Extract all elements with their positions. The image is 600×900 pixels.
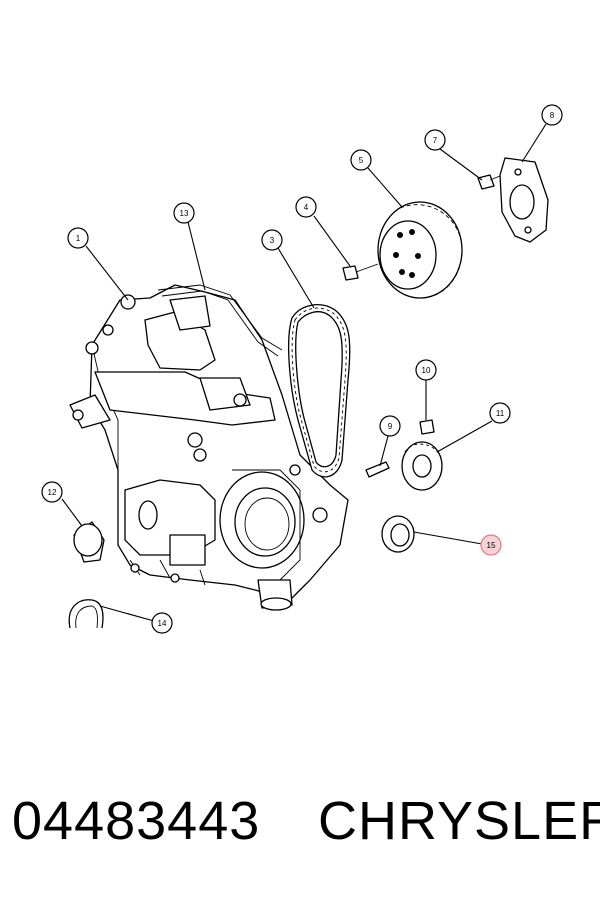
callout-10: 10: [415, 359, 437, 381]
timing-cover: [69, 284, 349, 611]
callout-14: 14: [151, 612, 173, 634]
callout-7: 7: [424, 129, 446, 151]
crank-seal: [381, 515, 415, 553]
cam-bolt: [342, 263, 379, 281]
callout-5-label: 5: [359, 156, 364, 165]
camshaft-sprocket: [377, 201, 463, 299]
brand-name: CHRYSLER: [318, 791, 600, 851]
callout-4-label: 4: [304, 203, 309, 212]
exploded-parts-diagram: 1 12 3 4 5 7 8 9 10 11 13 14: [41, 104, 563, 634]
callout-4: 4: [295, 196, 317, 218]
callout-1: 1: [67, 227, 89, 249]
timing-chain: [288, 304, 351, 478]
callout-14-label: 14: [158, 619, 167, 628]
callout-3: 3: [261, 229, 283, 251]
flange-bolt: [477, 174, 501, 190]
callout-9-label: 9: [388, 422, 393, 431]
cover-plate: [499, 157, 549, 243]
callout-1-label: 1: [76, 234, 81, 243]
left-seal: [73, 521, 105, 563]
callout-8: 8: [541, 104, 563, 126]
callout-15-label: 15: [487, 541, 496, 550]
part-number: 04483443: [12, 791, 261, 851]
callout-5: 5: [350, 149, 372, 171]
callout-13: 13: [173, 202, 195, 224]
callout-8-label: 8: [550, 111, 555, 120]
callout-10-label: 10: [422, 366, 431, 375]
callout-2-label: 12: [48, 488, 57, 497]
crankshaft-sprocket: [401, 441, 443, 491]
woodruff-key: [365, 461, 390, 478]
callout-9: 9: [379, 415, 401, 437]
callout-3-label: 3: [270, 236, 275, 245]
leader-lines: [61, 123, 547, 622]
callout-15: 15: [480, 534, 502, 556]
caption: 04483443 CHRYSLER: [0, 790, 600, 870]
crank-bolt: [419, 410, 435, 435]
callout-11-label: 11: [496, 409, 505, 418]
cover-gasket: [157, 284, 283, 357]
callout-13-label: 13: [180, 209, 189, 218]
callout-7-label: 7: [433, 136, 438, 145]
callout-11: 11: [489, 402, 511, 424]
o-ring: [68, 599, 104, 629]
callout-2: 12: [41, 481, 63, 503]
